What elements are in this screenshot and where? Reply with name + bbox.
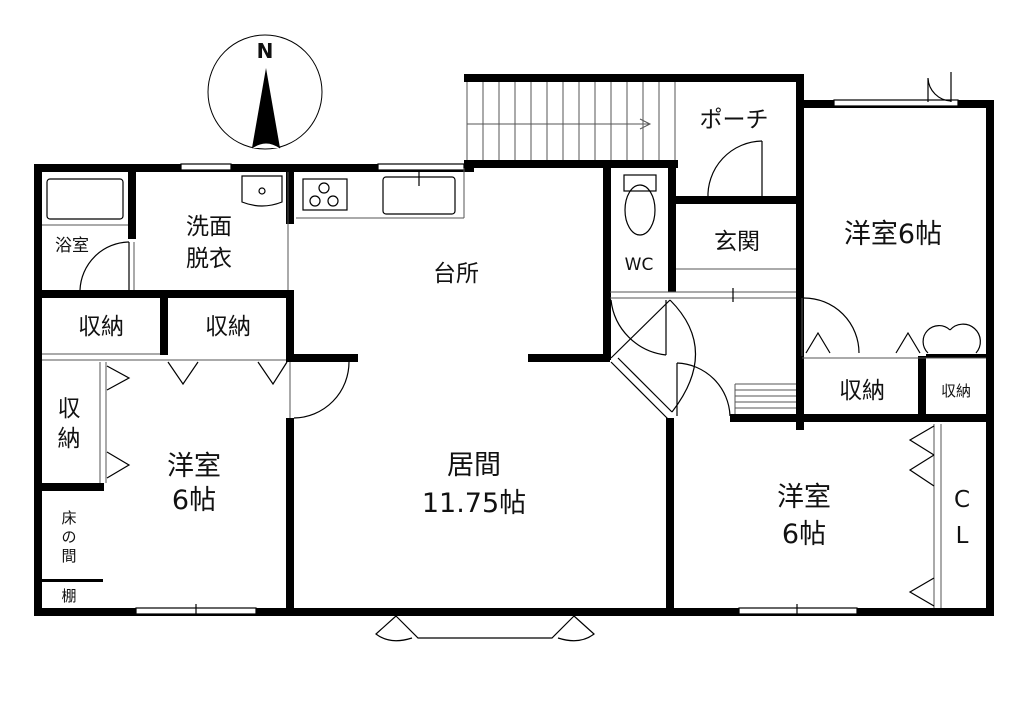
- label-closet-1: C: [954, 487, 970, 513]
- label-bedroom-se-2: 6帖: [782, 519, 826, 550]
- label-bath: 浴室: [55, 236, 89, 256]
- label-bedroom-ne: 洋室6帖: [844, 219, 942, 250]
- label-living-2: 11.75帖: [422, 488, 526, 519]
- fixtures: [42, 140, 986, 608]
- label-wc: WC: [625, 255, 654, 275]
- label-closet-2: L: [956, 523, 969, 549]
- label-washroom-2: 脱衣: [186, 246, 232, 272]
- label-bedroom-w-2: 6帖: [172, 485, 216, 516]
- label-bedroom-w-1: 洋室: [167, 451, 221, 482]
- label-entrance: 玄関: [714, 229, 760, 255]
- label-kitchen: 台所: [433, 261, 479, 287]
- label-storage-nw1: 収納: [78, 314, 124, 340]
- label-storage-w-2: 納: [58, 426, 81, 452]
- label-living-1: 居間: [447, 450, 501, 481]
- label-bedroom-se-1: 洋室: [777, 482, 831, 513]
- north-compass-icon: N: [207, 34, 323, 150]
- compass-north-label: N: [257, 39, 274, 63]
- label-porch: ポーチ: [700, 107, 769, 133]
- exterior-stairs: [464, 74, 804, 163]
- label-storage-w-1: 収: [58, 396, 81, 422]
- label-tokonoma-1: 床: [61, 509, 76, 527]
- windows: [135, 72, 959, 642]
- label-tokonoma-3: 間: [61, 547, 76, 565]
- label-storage-nw2: 収納: [205, 314, 251, 340]
- room-labels: 浴室 洗面 脱衣 台所 WC ポーチ 玄関 洋室6帖 収納 収納 収 納 洋室 …: [55, 107, 971, 605]
- label-washroom-1: 洗面: [186, 214, 232, 240]
- label-tokonoma-2: の: [61, 528, 76, 546]
- walls: [34, 74, 994, 616]
- label-storage-e2: 収納: [941, 382, 971, 400]
- label-shelf: 棚: [61, 587, 76, 605]
- label-storage-e1: 収納: [839, 378, 885, 404]
